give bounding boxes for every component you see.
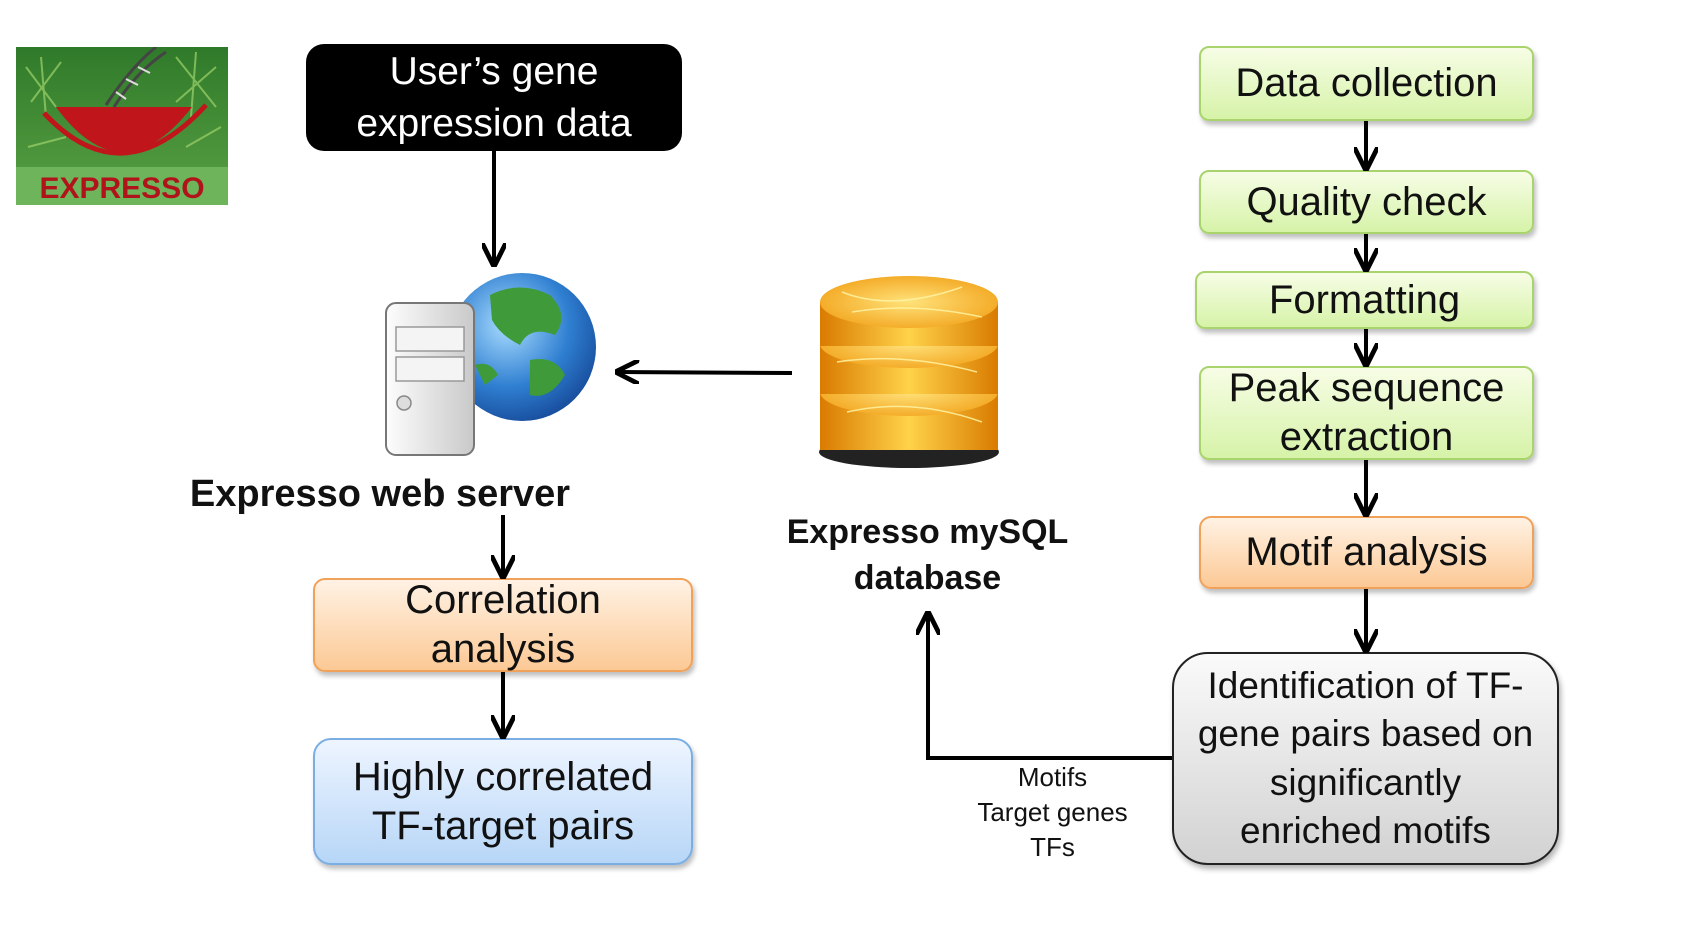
quality-check-label: Quality check — [1246, 179, 1487, 224]
edge-label-target-genes: Target genes — [977, 797, 1128, 828]
edge-label-tfs: TFs — [1030, 832, 1075, 863]
arrow-db-to-server — [620, 372, 793, 373]
logo-text: EXPRESSO — [39, 172, 204, 205]
data-collection-box: Data collection — [1199, 46, 1534, 121]
identification-box: Identification of TF-gene pairs based on… — [1172, 652, 1559, 865]
edge-output-labels: Motifs Target genes TFs — [965, 760, 1140, 865]
quality-check-box: Quality check — [1199, 170, 1534, 234]
formatting-box: Formatting — [1195, 271, 1534, 329]
correlation-analysis-box: Correlation analysis — [313, 578, 693, 672]
motif-analysis-box: Motif analysis — [1199, 516, 1534, 589]
database-icon — [812, 272, 1007, 472]
correlated-pairs-box: Highly correlated TF-target pairs — [313, 738, 693, 865]
web-server-icon — [380, 265, 600, 465]
edge-label-motifs: Motifs — [1017, 762, 1088, 792]
arrow-identification-to-db — [928, 616, 1172, 760]
correlation-analysis-label: Correlation analysis — [405, 578, 601, 671]
correlated-pairs-label: Highly correlated TF-target pairs — [352, 754, 654, 848]
formatting-label: Formatting — [1268, 277, 1461, 322]
motif-analysis-label: Motif analysis — [1245, 530, 1488, 575]
user-data-box: User’s gene expression data — [306, 44, 682, 151]
web-server-label: Expresso web server — [189, 473, 571, 515]
database-label: Expresso mySQL database — [786, 513, 1069, 597]
peak-sequence-extraction-box: Peak sequence extraction — [1199, 366, 1534, 460]
peak-sequence-extraction-label: Peak sequence extraction — [1228, 366, 1505, 459]
user-data-label: User’s gene expression data — [356, 49, 632, 145]
expresso-logo: EXPRESSO — [16, 45, 228, 205]
data-collection-label: Data collection — [1235, 61, 1498, 106]
identification-label: Identification of TF-gene pairs based on… — [1197, 665, 1534, 851]
